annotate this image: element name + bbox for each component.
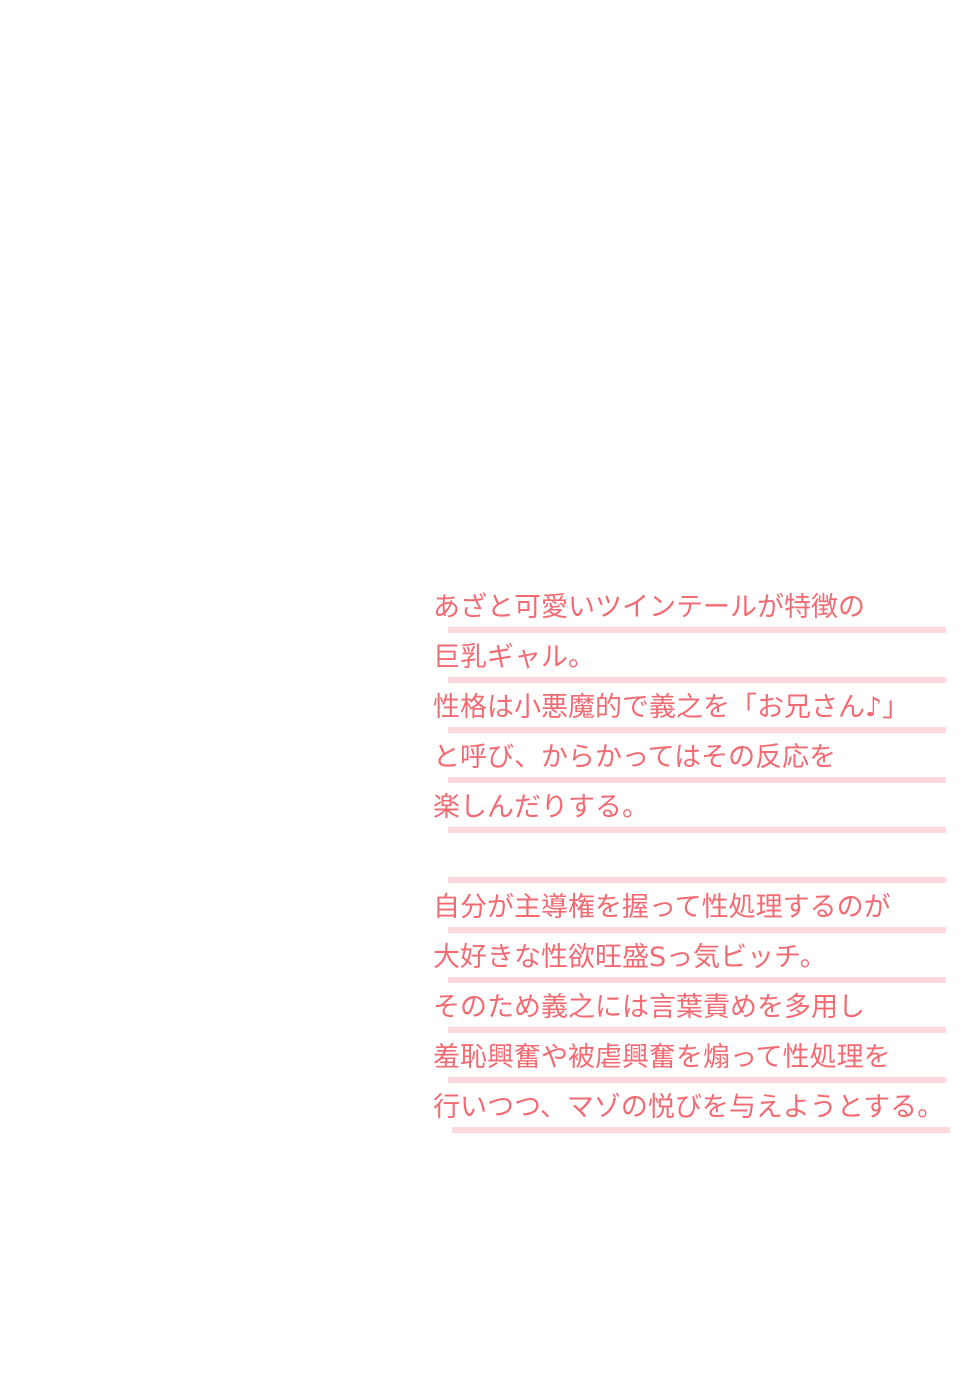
description-line: 巨乳ギャル。	[433, 633, 973, 683]
description-line: と呼び、からかってはその反応を	[433, 733, 973, 783]
character-description: あざと可愛いツインテールが特徴の 巨乳ギャル。 性格は小悪魔的で義之を「お兄さん…	[433, 583, 973, 1133]
line-underline	[448, 727, 946, 733]
line-underline	[448, 877, 946, 883]
description-line: 性格は小悪魔的で義之を「お兄さん♪」	[433, 683, 973, 733]
description-line: 楽しんだりする。	[433, 783, 973, 833]
blank-line	[433, 833, 973, 883]
description-line: そのため義之には言葉責めを多用し	[433, 983, 973, 1033]
description-line: 自分が主導権を握って性処理するのが	[433, 883, 973, 933]
line-underline	[448, 977, 946, 983]
line-underline	[448, 927, 946, 933]
description-line: 行いつつ、マゾの悦びを与えようとする。	[433, 1083, 973, 1133]
description-line: 羞恥興奮や被虐興奮を煽って性処理を	[433, 1033, 973, 1083]
description-line: 大好きな性欲旺盛Sっ気ビッチ。	[433, 933, 973, 983]
description-line: あざと可愛いツインテールが特徴の	[433, 583, 973, 633]
line-underline	[448, 1027, 946, 1033]
line-underline	[448, 627, 946, 633]
line-underline	[448, 677, 946, 683]
line-underline	[452, 1127, 950, 1133]
line-underline	[448, 827, 946, 833]
line-underline	[448, 1077, 946, 1083]
line-underline	[448, 777, 946, 783]
